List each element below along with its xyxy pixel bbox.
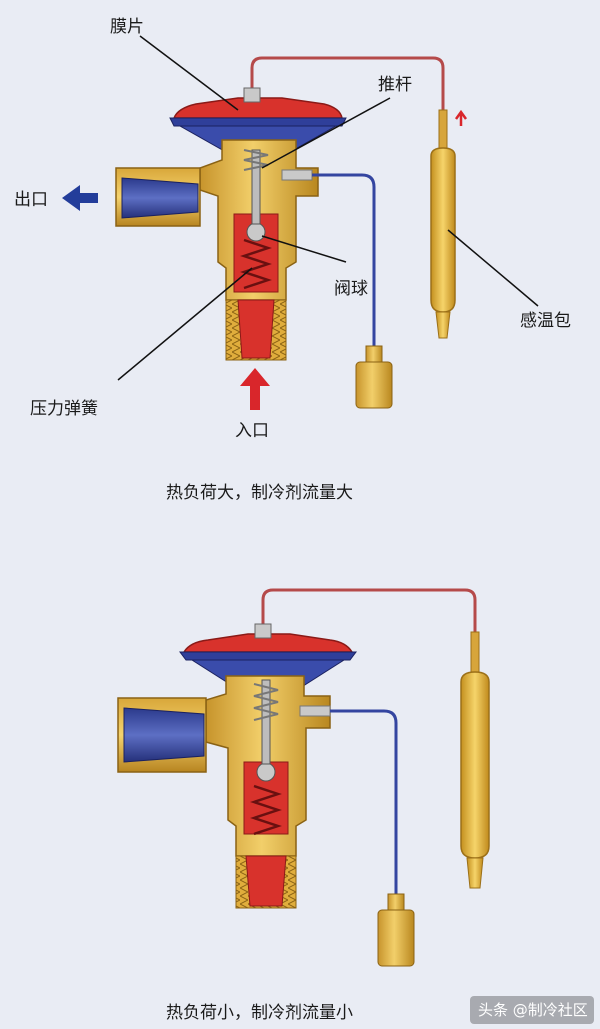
label-pressure-spring: 压力弹簧 [30, 399, 98, 419]
label-outlet: 出口 [14, 190, 48, 210]
outlet-arrow-icon [62, 185, 98, 211]
equalizer-tube [312, 173, 376, 348]
label-inlet: 入口 [235, 421, 269, 441]
valve-body [115, 139, 319, 361]
flare-nut [355, 345, 393, 409]
label-sensing-bulb: 感温包 [520, 311, 571, 331]
valve-body [117, 675, 331, 909]
label-diaphragm: 膜片 [110, 17, 144, 37]
diaphragm-housing [169, 87, 347, 153]
valve-top-heavy-load: 膜片 推杆 出口 阀球 感温包 压力弹簧 入口 热负荷大，制冷剂流量大 [14, 17, 571, 503]
label-valve-ball: 阀球 [334, 279, 368, 299]
label-push-rod: 推杆 [378, 75, 412, 95]
small-up-arrow-icon [454, 109, 468, 126]
capillary-tube [250, 56, 445, 110]
caption-bottom: 热负荷小，制冷剂流量小 [166, 1003, 353, 1023]
pressure-spring-coil [240, 238, 272, 290]
leader-lines [117, 35, 539, 381]
valve-bottom-light-load: 热负荷小，制冷剂流量小 [117, 588, 490, 1023]
equalizer-tube [330, 709, 398, 896]
watermark-text: 头条 @制冷社区 [478, 1001, 588, 1019]
inlet-arrow-icon [240, 368, 270, 410]
flare-nut [377, 893, 415, 967]
valve-ball [246, 222, 266, 242]
valve-ball [256, 762, 276, 782]
pressure-spring-coil [250, 784, 282, 836]
diaphragm-housing [179, 623, 357, 689]
push-rod [261, 679, 271, 765]
sensing-bulb [430, 109, 456, 339]
sensing-bulb [460, 631, 490, 889]
caption-top: 热负荷大，制冷剂流量大 [166, 483, 353, 503]
push-rod [251, 149, 261, 225]
capillary-tube [261, 588, 477, 636]
watermark: 头条 @制冷社区 [470, 996, 594, 1024]
